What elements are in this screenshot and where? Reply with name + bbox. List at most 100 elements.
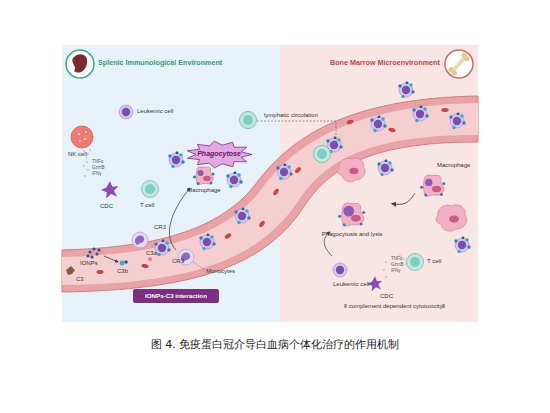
- cytokine-dots: [85, 157, 87, 159]
- annotation-label: C3b: [117, 268, 128, 275]
- annotation-label: IFNγ: [92, 172, 102, 177]
- node-label: Macrophage: [182, 187, 226, 194]
- nk-cell: [84, 138, 87, 141]
- ionp-particle: [442, 182, 445, 185]
- red-blood-cell: [388, 127, 396, 133]
- node-label: IONPs-C3 interaction: [133, 293, 219, 300]
- annotation-label: Leukemic cell: [137, 108, 173, 115]
- annotation-label: C3: [76, 276, 84, 283]
- node-label: Phagocytosis and lysis: [312, 231, 392, 238]
- cytokine-dots: [383, 269, 385, 271]
- ionp-particles: [96, 253, 99, 256]
- annotation-label: NK cell: [68, 151, 87, 158]
- annotation-label: Leukemic cell: [333, 281, 369, 288]
- ionp-particle: [362, 211, 365, 214]
- ionp-particle: [338, 215, 341, 218]
- ionp-particle: [193, 176, 196, 179]
- macrophage-cell: [338, 203, 365, 226]
- annotation-label: GzmB: [391, 263, 404, 268]
- red-blood-cell: [141, 263, 149, 268]
- leukemic-cell: [199, 233, 215, 250]
- cytokine-dots: [86, 161, 88, 163]
- ionp-particles: [87, 248, 101, 259]
- ionp-particle: [440, 193, 443, 196]
- cytokine-dots: [87, 169, 89, 171]
- annotation-label: IFNγ: [391, 269, 401, 274]
- engulfed-cell: [198, 170, 204, 176]
- leukemic-cell: [234, 207, 250, 224]
- red-blood-cell: [224, 232, 232, 239]
- bone-icon: [445, 50, 473, 78]
- red-blood-cell: [346, 119, 354, 125]
- cell-nucleus: [351, 215, 361, 222]
- cytokine-dots: [89, 149, 91, 151]
- complement-protein: [148, 257, 152, 261]
- macrophage-cell: [420, 175, 445, 196]
- annotation-label: lymphatic circulation: [264, 112, 318, 119]
- annotation-label: C3a: [146, 250, 157, 257]
- ionp-particle: [360, 223, 363, 226]
- annotation-label: CDC: [380, 293, 393, 300]
- leukemic-cell: [370, 115, 386, 132]
- nk-cell: [78, 133, 81, 136]
- ionp-particle: [424, 194, 427, 197]
- bone-icon: [464, 56, 469, 61]
- annotation-label: CR3: [172, 258, 184, 265]
- flow-arrow: [104, 256, 118, 262]
- node-label: Phagocytose: [185, 150, 253, 158]
- complement-protein: [120, 261, 125, 266]
- cell-node: Phagocytosis and lysis: [312, 200, 392, 244]
- annotation-label: T cell: [140, 202, 154, 209]
- annotation-label: GzmB: [92, 166, 105, 171]
- nk-cell: [85, 131, 87, 133]
- bone-icon: [445, 50, 473, 78]
- leukemic-cell: [333, 263, 347, 277]
- node-shape: [312, 200, 392, 244]
- macrophage-cell: [193, 167, 215, 185]
- cytokine-dots: [385, 261, 387, 263]
- starburst-callout: Phagocytose: [185, 140, 253, 169]
- red-blood-cell: [96, 270, 104, 275]
- t-cell: [407, 254, 424, 271]
- node-label: Macrophage: [437, 162, 473, 169]
- red-blood-cell: [294, 166, 302, 174]
- cell-node: Macrophage: [415, 160, 473, 200]
- ionp-particles: [93, 248, 96, 251]
- cytokine-dots: [83, 165, 85, 167]
- red-blood-cell: [441, 108, 448, 112]
- annotation-label: Ⅱ complement dependent cytotoxicityⅡ: [344, 303, 445, 310]
- cytokine-dots: [403, 258, 405, 260]
- cytokine-dots: [84, 175, 86, 177]
- ionp-particles: [91, 256, 94, 259]
- ionp-particles: [98, 249, 101, 252]
- panel-heading: Splenic Immunological Environment: [98, 59, 276, 67]
- annotation-label: TNFα: [92, 160, 103, 165]
- complement-protein: [66, 257, 152, 275]
- annotation-label: CDC: [100, 203, 113, 210]
- complement-protein: [66, 266, 75, 275]
- panel-heading: Bone Marrow Microenvironment: [330, 59, 455, 67]
- annotation-label: Monocytes: [206, 268, 235, 275]
- cell-nucleus: [432, 186, 441, 192]
- cytokine-dots: [87, 153, 89, 155]
- annotation-label: TNFα: [391, 257, 402, 262]
- annotation-label: IONPs: [80, 260, 98, 267]
- annotation-label: T cell: [427, 258, 441, 265]
- bone-icon: [453, 57, 465, 71]
- ionp-particle: [343, 223, 346, 226]
- leukemic-cell: [276, 163, 292, 180]
- engulfed-cell: [343, 206, 354, 217]
- leader-line: [193, 262, 205, 270]
- monocyte: [132, 232, 148, 248]
- t-cell: [142, 181, 159, 198]
- cell-nucleus: [203, 176, 211, 181]
- red-blood-cell: [258, 220, 266, 228]
- bone-icon: [452, 70, 457, 75]
- ionp-particle: [212, 173, 215, 176]
- spleen-icon: [66, 50, 94, 78]
- t-cell: [314, 146, 331, 163]
- macrophage-cell: [423, 175, 444, 196]
- ionp-particles: [87, 255, 90, 258]
- nk-cell: [71, 126, 93, 148]
- ionp-particle: [420, 186, 423, 189]
